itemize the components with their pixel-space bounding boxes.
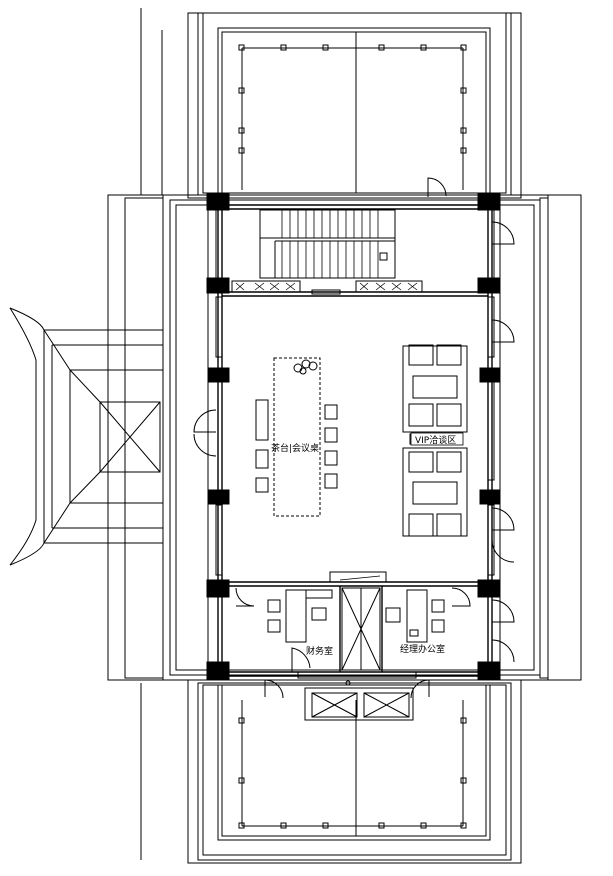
elevator-boxes [304, 687, 414, 721]
meeting-table [273, 357, 321, 517]
side-windows [215, 209, 495, 576]
label-tea-table: 茶台|会议桌 [271, 442, 319, 454]
building-frame [162, 194, 549, 681]
label-vip-area: VIP洽谈区 [415, 434, 456, 446]
doors [193, 221, 515, 672]
top-terrace [187, 12, 522, 199]
site-lines [140, 8, 163, 860]
corridor-shaft [297, 571, 417, 686]
right-wing [539, 194, 582, 681]
bottom-terrace-posts [238, 700, 467, 829]
label-manager-office: 经理办公室 [400, 643, 445, 655]
terrace-posts [238, 44, 467, 190]
staircase [259, 209, 396, 279]
manager-furniture [385, 589, 445, 643]
label-finance-office: 财务室 [306, 645, 333, 657]
meeting-chairs [255, 359, 338, 493]
stair-cabinets [231, 280, 423, 295]
room-labels: 茶台|会议桌 VIP洽谈区 财务室 经理办公室 [271, 432, 464, 657]
finance-furniture [267, 589, 333, 643]
left-canopy [9, 194, 164, 681]
bottom-terrace [187, 679, 522, 864]
